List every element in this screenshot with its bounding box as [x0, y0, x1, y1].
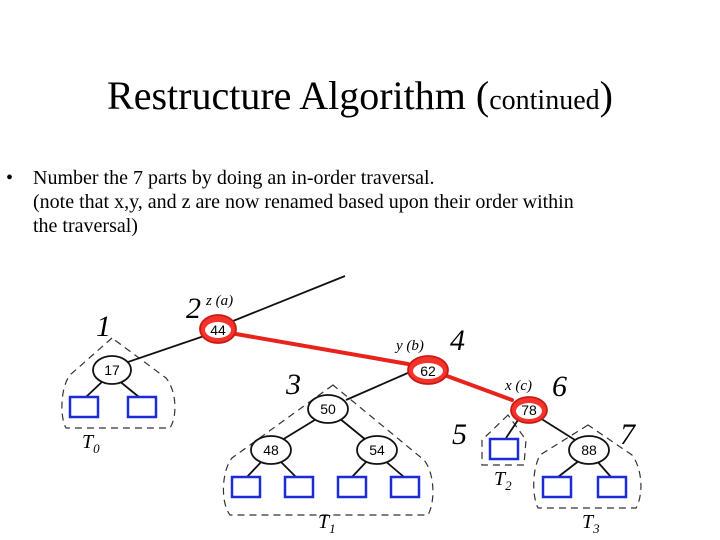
subtree-label-t1: T1 [318, 511, 336, 536]
edge-50-54 [338, 417, 367, 441]
bullet-line-1: Number the 7 parts by doing an in-order … [33, 167, 435, 189]
node-88-value: 88 [581, 442, 597, 458]
leaf-t1-c [336, 475, 368, 499]
bullet-line-2: (note that x,y, and z are now renamed ba… [33, 191, 574, 213]
edge-62-50 [345, 371, 411, 401]
part-number-7: 7 [620, 418, 637, 451]
node-62-inner [413, 363, 443, 379]
node-54-value: 54 [369, 442, 385, 458]
node-54 [356, 435, 398, 465]
subtree-label-t0: T0 [82, 431, 100, 456]
subtree-label-t3: T3 [582, 511, 600, 536]
slide-title: Restructure Algorithm (continued) [0, 72, 720, 119]
node-17-value: 17 [104, 362, 120, 378]
subtree-outline-t2 [481, 414, 527, 466]
edge-62-78-highlight [445, 374, 514, 402]
part-number-5: 5 [452, 418, 467, 451]
edge-root-44 [227, 275, 346, 324]
part-number-1: 1 [96, 310, 111, 343]
leaf-t3-b [596, 475, 628, 499]
leaf-t3-a [541, 475, 573, 499]
label-y: y (b) [394, 338, 424, 354]
subtree-label-t2: T2 [494, 468, 512, 493]
subtree-outline-t0 [61, 337, 176, 429]
leaf-t1-a [230, 475, 262, 499]
part-number-3: 3 [285, 368, 301, 401]
leaf-t1-d [389, 475, 421, 499]
edge-44-17 [124, 333, 211, 364]
subtree-outline-t3 [533, 424, 642, 509]
title-continued: continued [489, 85, 600, 116]
node-62-value: 62 [420, 363, 436, 379]
node-78-inner [516, 403, 542, 419]
edge-78-t2 [505, 419, 519, 439]
node-44-value: 44 [210, 322, 226, 338]
part-number-2: 2 [186, 292, 201, 325]
label-x: x (c) [504, 378, 532, 394]
title-close: ) [599, 73, 613, 118]
leaf-t1-b [283, 475, 315, 499]
edge-78-88 [539, 417, 576, 441]
leaf-t2 [488, 437, 520, 461]
node-48-value: 48 [263, 442, 279, 458]
edge-17-leaf-a [85, 379, 105, 398]
node-48 [250, 435, 292, 465]
subtree-outline-t1 [222, 384, 434, 516]
node-44-inner [205, 322, 231, 338]
edge-88-leaf-a [557, 459, 581, 478]
edge-44-62-highlight [234, 332, 410, 366]
bullet-row: • Number the 7 parts by doing an in-orde… [6, 166, 706, 190]
edge-54-leaf-a [351, 459, 369, 478]
edge-48-leaf-b [278, 459, 297, 478]
node-50 [307, 394, 349, 424]
part-number-6: 6 [552, 370, 567, 403]
label-z: z (a) [205, 293, 233, 309]
node-78-value: 78 [521, 402, 537, 418]
title-main: Restructure Algorithm ( [107, 73, 490, 118]
bullet-marker: • [6, 167, 14, 189]
leaf-t0-b [126, 395, 158, 419]
edge-50-48 [281, 417, 319, 441]
leaf-t0-a [68, 395, 100, 419]
bullet-block: • Number the 7 parts by doing an in-orde… [6, 166, 706, 238]
bullet-line-3: the traversal) [33, 215, 138, 237]
node-17 [92, 355, 132, 385]
part-number-4: 4 [450, 324, 465, 357]
node-50-value: 50 [320, 401, 336, 417]
node-88 [568, 435, 610, 465]
